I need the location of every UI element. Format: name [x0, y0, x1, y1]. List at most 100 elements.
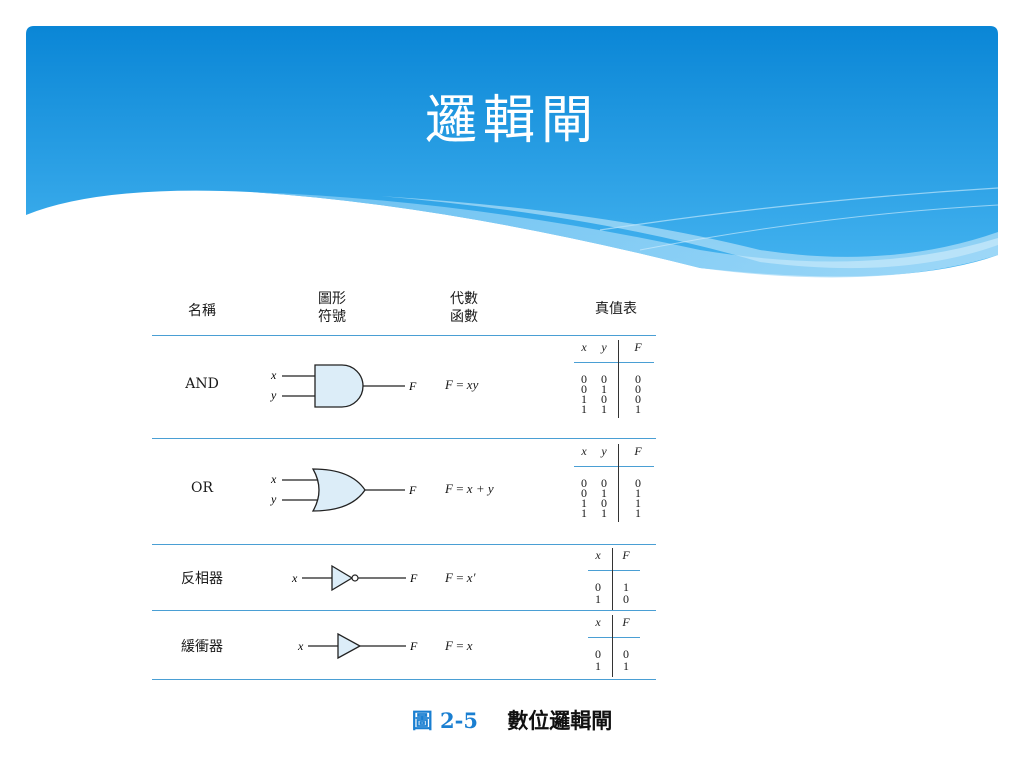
truth-divider: [612, 615, 613, 677]
truth-divider: [618, 444, 619, 522]
truth-cell: 0: [595, 580, 601, 594]
header-algebra-line1: 代數: [450, 291, 478, 307]
and-input-x-label: x: [270, 368, 277, 382]
truth-cell: 1: [635, 402, 641, 416]
truth-cell: 0: [581, 382, 587, 396]
header-algebra-line2: 函數: [450, 309, 478, 325]
truth-col-header: x: [581, 340, 587, 354]
slide-title: 邏輯閘: [424, 91, 599, 151]
inverter-gate-icon: x F: [291, 564, 418, 592]
equation-or: F = x + y: [445, 481, 494, 497]
truth-cell: 0: [601, 476, 607, 490]
truth-cell: 0: [581, 372, 587, 386]
or-output-label: F: [408, 483, 417, 497]
truth-cell: 1: [635, 496, 641, 510]
header-symbol: 圖形 符號: [292, 290, 372, 326]
truth-cell: 1: [581, 392, 587, 406]
eq-op: =: [456, 570, 464, 585]
equation-buffer: F = x: [445, 638, 473, 654]
gate-name-or: OR: [190, 480, 214, 496]
truth-cell: 0: [635, 382, 641, 396]
eq-rhs: xy: [466, 377, 479, 392]
truth-cell: 0: [635, 392, 641, 406]
or-input-x-label: x: [270, 472, 277, 486]
truth-col-header: F: [622, 615, 630, 629]
truth-cell: 0: [635, 372, 641, 386]
truth-cell: 0: [623, 592, 629, 606]
figure-caption-text: 數位邏輯閘: [507, 708, 613, 733]
truth-cell: 0: [623, 647, 629, 661]
row-rule-1: [152, 438, 656, 439]
bottom-rule: [152, 679, 656, 680]
truth-header-rule: [574, 362, 654, 363]
header-name: 名稱: [188, 303, 216, 319]
gate-name-buffer: 緩衝器: [181, 639, 223, 655]
truth-cell: 0: [601, 392, 607, 406]
truth-cell: 1: [623, 580, 629, 594]
header-symbol-line2: 符號: [318, 309, 346, 325]
equation-and: F = xy: [445, 377, 478, 393]
or-gate-icon: x y F: [270, 468, 417, 512]
row-rule-3: [152, 610, 656, 611]
truth-cell: 0: [601, 372, 607, 386]
truth-divider: [612, 548, 613, 610]
truth-col-header: F: [622, 548, 630, 562]
truth-col-header: x: [581, 444, 587, 458]
eq-lhs: F: [445, 481, 453, 496]
and-input-y-label: y: [270, 388, 277, 402]
truth-cell: 1: [581, 402, 587, 416]
truth-header-rule: [574, 466, 654, 467]
truth-cell: 0: [595, 647, 601, 661]
truth-cell: 1: [581, 506, 587, 520]
truth-col-header: x: [595, 615, 601, 629]
row-rule-2: [152, 544, 656, 545]
truth-col-header: y: [601, 444, 607, 458]
header-symbol-line1: 圖形: [318, 291, 346, 307]
truth-cell: 1: [601, 382, 607, 396]
truth-cell: 1: [601, 402, 607, 416]
truth-divider: [618, 340, 619, 418]
logic-gate-table: 名稱 圖形 符號 代數 函數 真值表 AND x y F F = xy OR x…: [152, 280, 656, 682]
buffer-input-label: x: [297, 639, 304, 653]
eq-lhs: F: [445, 638, 453, 653]
header-algebra: 代數 函數: [424, 290, 504, 326]
eq-lhs: F: [445, 377, 453, 392]
truth-cell: 1: [601, 506, 607, 520]
eq-lhs: F: [445, 570, 453, 585]
truth-cell: 1: [635, 506, 641, 520]
equation-inverter: F = x′: [445, 570, 475, 586]
inverter-input-label: x: [291, 571, 298, 585]
eq-rhs: x + y: [466, 481, 494, 496]
figure-caption: 圖 2-5 數位邏輯閘: [0, 705, 1024, 735]
truth-cell: 0: [581, 476, 587, 490]
truth-cell: 1: [595, 592, 601, 606]
inverter-output-label: F: [409, 571, 418, 585]
truth-col-header: F: [634, 340, 642, 354]
truth-cell: 1: [595, 659, 601, 673]
truth-col-header: y: [601, 340, 607, 354]
truth-cell: 1: [623, 659, 629, 673]
truth-cell: 0: [635, 476, 641, 490]
or-input-y-label: y: [270, 492, 277, 506]
truth-header-rule: [588, 637, 640, 638]
eq-rhs: x: [466, 638, 473, 653]
eq-rhs: x′: [466, 570, 476, 585]
truth-col-header: x: [595, 548, 601, 562]
eq-op: =: [456, 481, 464, 496]
header-truth-table: 真值表: [595, 301, 637, 317]
gate-name-and: AND: [185, 376, 219, 392]
gate-name-inverter: 反相器: [181, 571, 223, 587]
figure-number: 圖 2-5: [411, 708, 478, 733]
truth-header-rule: [588, 570, 640, 571]
truth-col-header: F: [634, 444, 642, 458]
and-gate-icon: x y F: [270, 364, 417, 408]
truth-cell: 1: [581, 496, 587, 510]
eq-op: =: [456, 377, 464, 392]
truth-cell: 1: [601, 486, 607, 500]
truth-cell: 0: [581, 486, 587, 500]
truth-cell: 0: [601, 496, 607, 510]
truth-cell: 1: [635, 486, 641, 500]
header-banner: [26, 26, 999, 278]
buffer-output-label: F: [409, 639, 418, 653]
eq-op: =: [456, 638, 464, 653]
